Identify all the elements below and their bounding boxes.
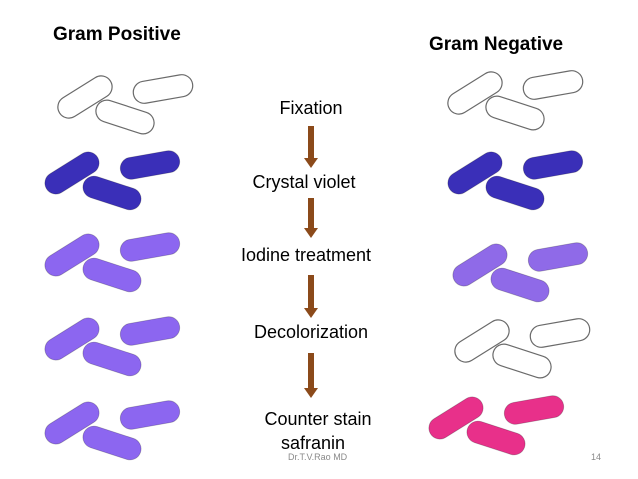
process-arrow-4 [304, 353, 318, 398]
bacterium-rod [119, 400, 181, 430]
step-crystal-violet-label: Crystal violet [252, 172, 356, 192]
bacterium-rod [447, 151, 503, 195]
gram-negative-group-4 [454, 318, 591, 379]
bacterium-rod [529, 318, 591, 348]
step-iodine-label: Iodine treatment [240, 245, 372, 265]
gram-positive-group-1 [57, 74, 194, 135]
bacterium-rod [82, 175, 142, 211]
step-decolorization-label: Decolorization [253, 322, 369, 342]
bacterium-rod [119, 316, 181, 346]
bacterium-rod [44, 401, 100, 445]
bacterium-rod [485, 95, 545, 131]
bacterium-rod [82, 341, 142, 377]
step-fixation-label: Fixation [279, 98, 343, 118]
bacterium-rod [466, 420, 526, 456]
gram-negative-group-2 [447, 150, 584, 211]
bacterium-rod [485, 175, 545, 211]
bacterium-rod [44, 233, 100, 277]
page-number: 14 [591, 452, 602, 462]
bacterium-rod [452, 243, 508, 287]
process-arrow-1 [304, 126, 318, 168]
bacterium-rod [119, 232, 181, 262]
bacterium-rod [522, 70, 584, 100]
bacterium-rod [44, 151, 100, 195]
bacterium-rod [490, 267, 550, 303]
bacterium-rod [503, 395, 565, 425]
bacterium-rod [119, 150, 181, 180]
gram-negative-heading: Gram Negative [429, 34, 564, 55]
step-counter-stain-label: Counter stain [264, 409, 372, 429]
bacterium-rod [44, 317, 100, 361]
bacterium-rod [95, 99, 155, 135]
gram-negative-group-1 [447, 70, 584, 131]
gram-negative-group-3 [452, 242, 589, 303]
bacterium-rod [492, 343, 552, 379]
bacterium-rod [82, 425, 142, 461]
bacterium-rod [132, 74, 194, 104]
bacterium-rod [454, 319, 510, 363]
gram-positive-group-4 [44, 316, 181, 377]
bacterium-rod [527, 242, 589, 272]
gram-positive-heading: Gram Positive [53, 24, 181, 45]
gram-positive-group-5 [44, 400, 181, 461]
process-arrow-3 [304, 275, 318, 318]
step-counter-stain-label-line2: safranin [280, 433, 346, 453]
author-footer: Dr.T.V.Rao MD [288, 452, 348, 462]
bacterium-rod [447, 71, 503, 115]
process-arrow-2 [304, 198, 318, 238]
gram-negative-group-5 [428, 395, 565, 456]
bacterium-rod [522, 150, 584, 180]
gram-positive-group-2 [44, 150, 181, 211]
bacterium-rod [428, 396, 484, 440]
bacterium-rod [82, 257, 142, 293]
gram-positive-group-3 [44, 232, 181, 293]
bacterium-rod [57, 75, 113, 119]
